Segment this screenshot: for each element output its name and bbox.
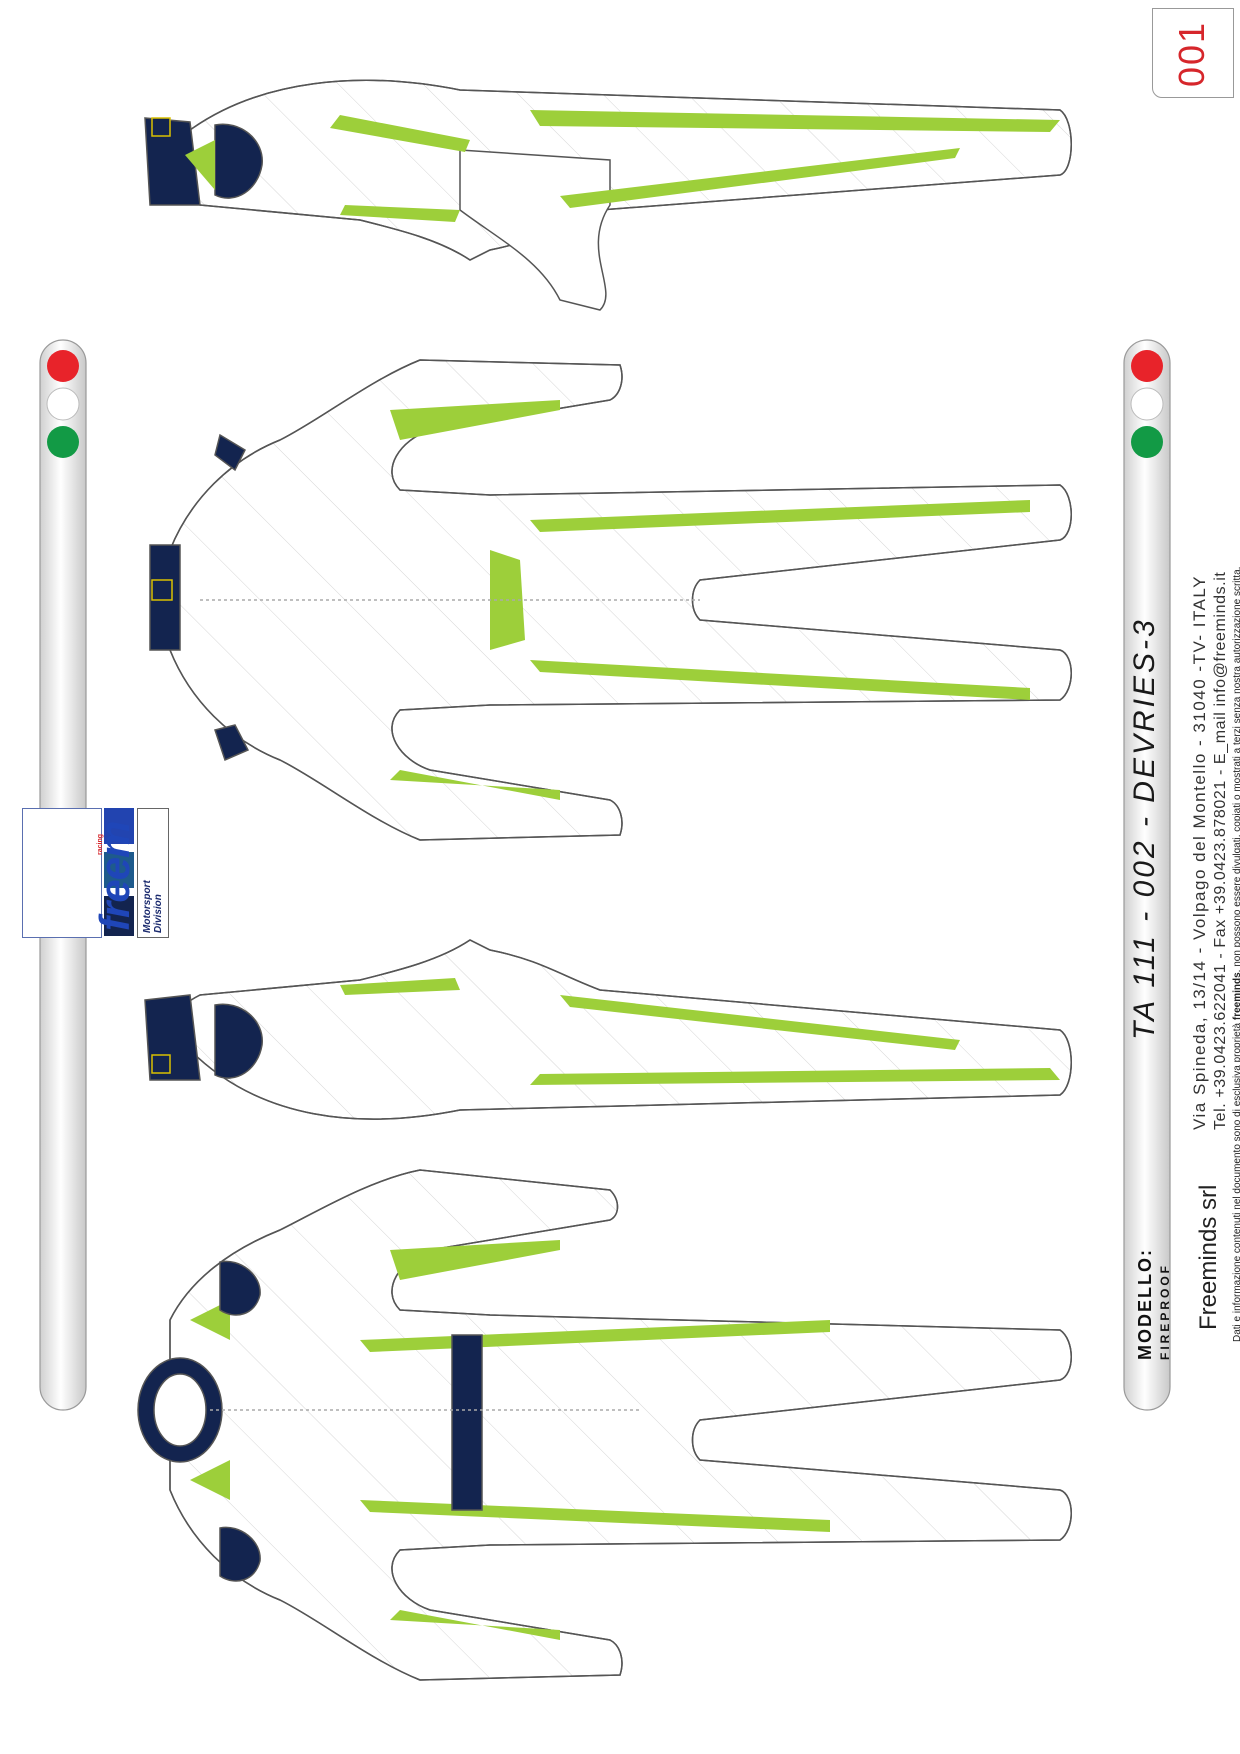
traffic-light-white-icon: [1130, 387, 1164, 421]
swatch-navy: [104, 896, 134, 936]
freem-logo-sub: racing: [97, 833, 104, 855]
company-name: Freeminds srl: [1195, 1184, 1222, 1330]
fia-badge-icon: [151, 579, 173, 601]
traffic-light-red-icon: [1131, 350, 1163, 382]
suit-front-view: [149, 359, 1072, 841]
page-number: 001: [1171, 20, 1212, 87]
traffic-light-white-icon: [46, 387, 80, 421]
traffic-light-red-icon: [47, 350, 79, 382]
company-address: Via Spineda, 13/14 - Volpago del Montell…: [1190, 575, 1209, 1130]
suit-side-view-top: [144, 79, 1072, 311]
motorsport-division-box: Motorsport Division: [137, 808, 169, 938]
brand-logo-box: freem racing: [22, 808, 138, 938]
swatch-steel: [104, 852, 134, 888]
disclaimer-pre: Dati e informazione contenuti nel docume…: [1232, 1022, 1240, 1342]
swatch-blue: [104, 808, 134, 844]
suit-back-view: [137, 1169, 1072, 1681]
fia-badge-icon: [151, 1054, 171, 1074]
traffic-light-green-icon: [1131, 426, 1163, 458]
disclaimer: Dati e informazione contenuti nel docume…: [1232, 567, 1240, 1342]
disclaimer-post: , non possono essere divulgati, copiati …: [1232, 566, 1240, 973]
document-title: TA 111 - 002 - DEVRIES-3: [1128, 617, 1161, 1040]
traffic-light-green-icon: [47, 426, 79, 458]
freem-patch-icon: [451, 1334, 483, 1511]
suit-side-view-middle: [144, 939, 1072, 1120]
model-label: MODELLO: FIREPROOF: [1135, 1248, 1175, 1360]
page-number-tab: 001: [1152, 8, 1234, 98]
fia-badge-icon: [151, 117, 171, 137]
model-value: FIREPROOF: [1158, 1262, 1172, 1360]
disclaimer-brand: freeminds: [1232, 972, 1240, 1021]
model-key: MODELLO:: [1135, 1248, 1155, 1360]
right-indicator-bar: [1123, 339, 1171, 1411]
company-contacts: Tel. +39.0423.622041 - Fax +39.0423.8780…: [1212, 571, 1229, 1130]
division-label: Motorsport Division: [142, 880, 164, 933]
